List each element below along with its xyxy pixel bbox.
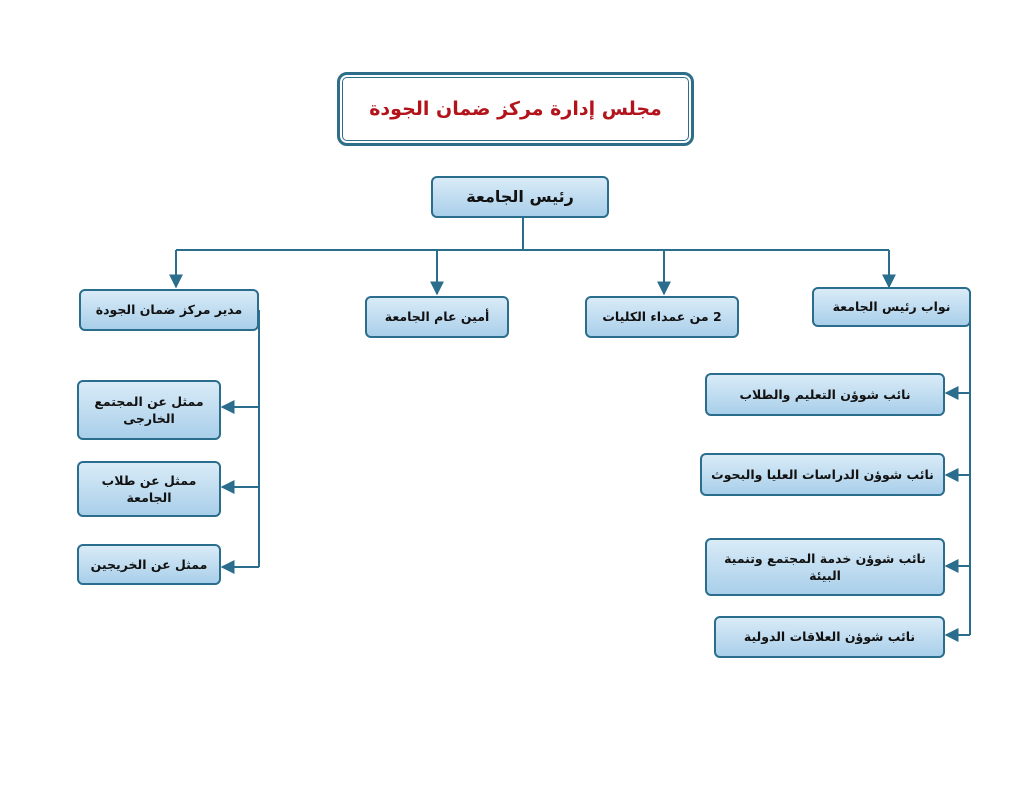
- node-rep-external-community: ممثل عن المجتمع الخارجى: [77, 380, 221, 440]
- node-deputy-graduate-studies: نائب شوؤن الدراسات العليا والبحوث: [700, 453, 945, 496]
- node-deputy-education: نائب شوؤن التعليم والطلاب: [705, 373, 945, 416]
- node-quality-center-director: مدير مركز ضمان الجودة: [79, 289, 259, 331]
- node-deans: 2 من عمداء الكليات: [585, 296, 739, 338]
- node-deputy-international-relations: نائب شوؤن العلاقات الدولية: [714, 616, 945, 658]
- council-title: مجلس إدارة مركز ضمان الجودة: [369, 98, 662, 120]
- node-deputies: نواب رئيس الجامعة: [812, 287, 971, 327]
- node-secretary-general: أمين عام الجامعة: [365, 296, 509, 338]
- node-rep-graduates: ممثل عن الخريجين: [77, 544, 221, 585]
- node-university-president: رئيس الجامعة: [431, 176, 609, 218]
- node-rep-students: ممثل عن طلاب الجامعة: [77, 461, 221, 517]
- council-title-box: مجلس إدارة مركز ضمان الجودة: [337, 72, 694, 146]
- node-deputy-community-service: نائب شوؤن خدمة المجتمع وتنمية البيئة: [705, 538, 945, 596]
